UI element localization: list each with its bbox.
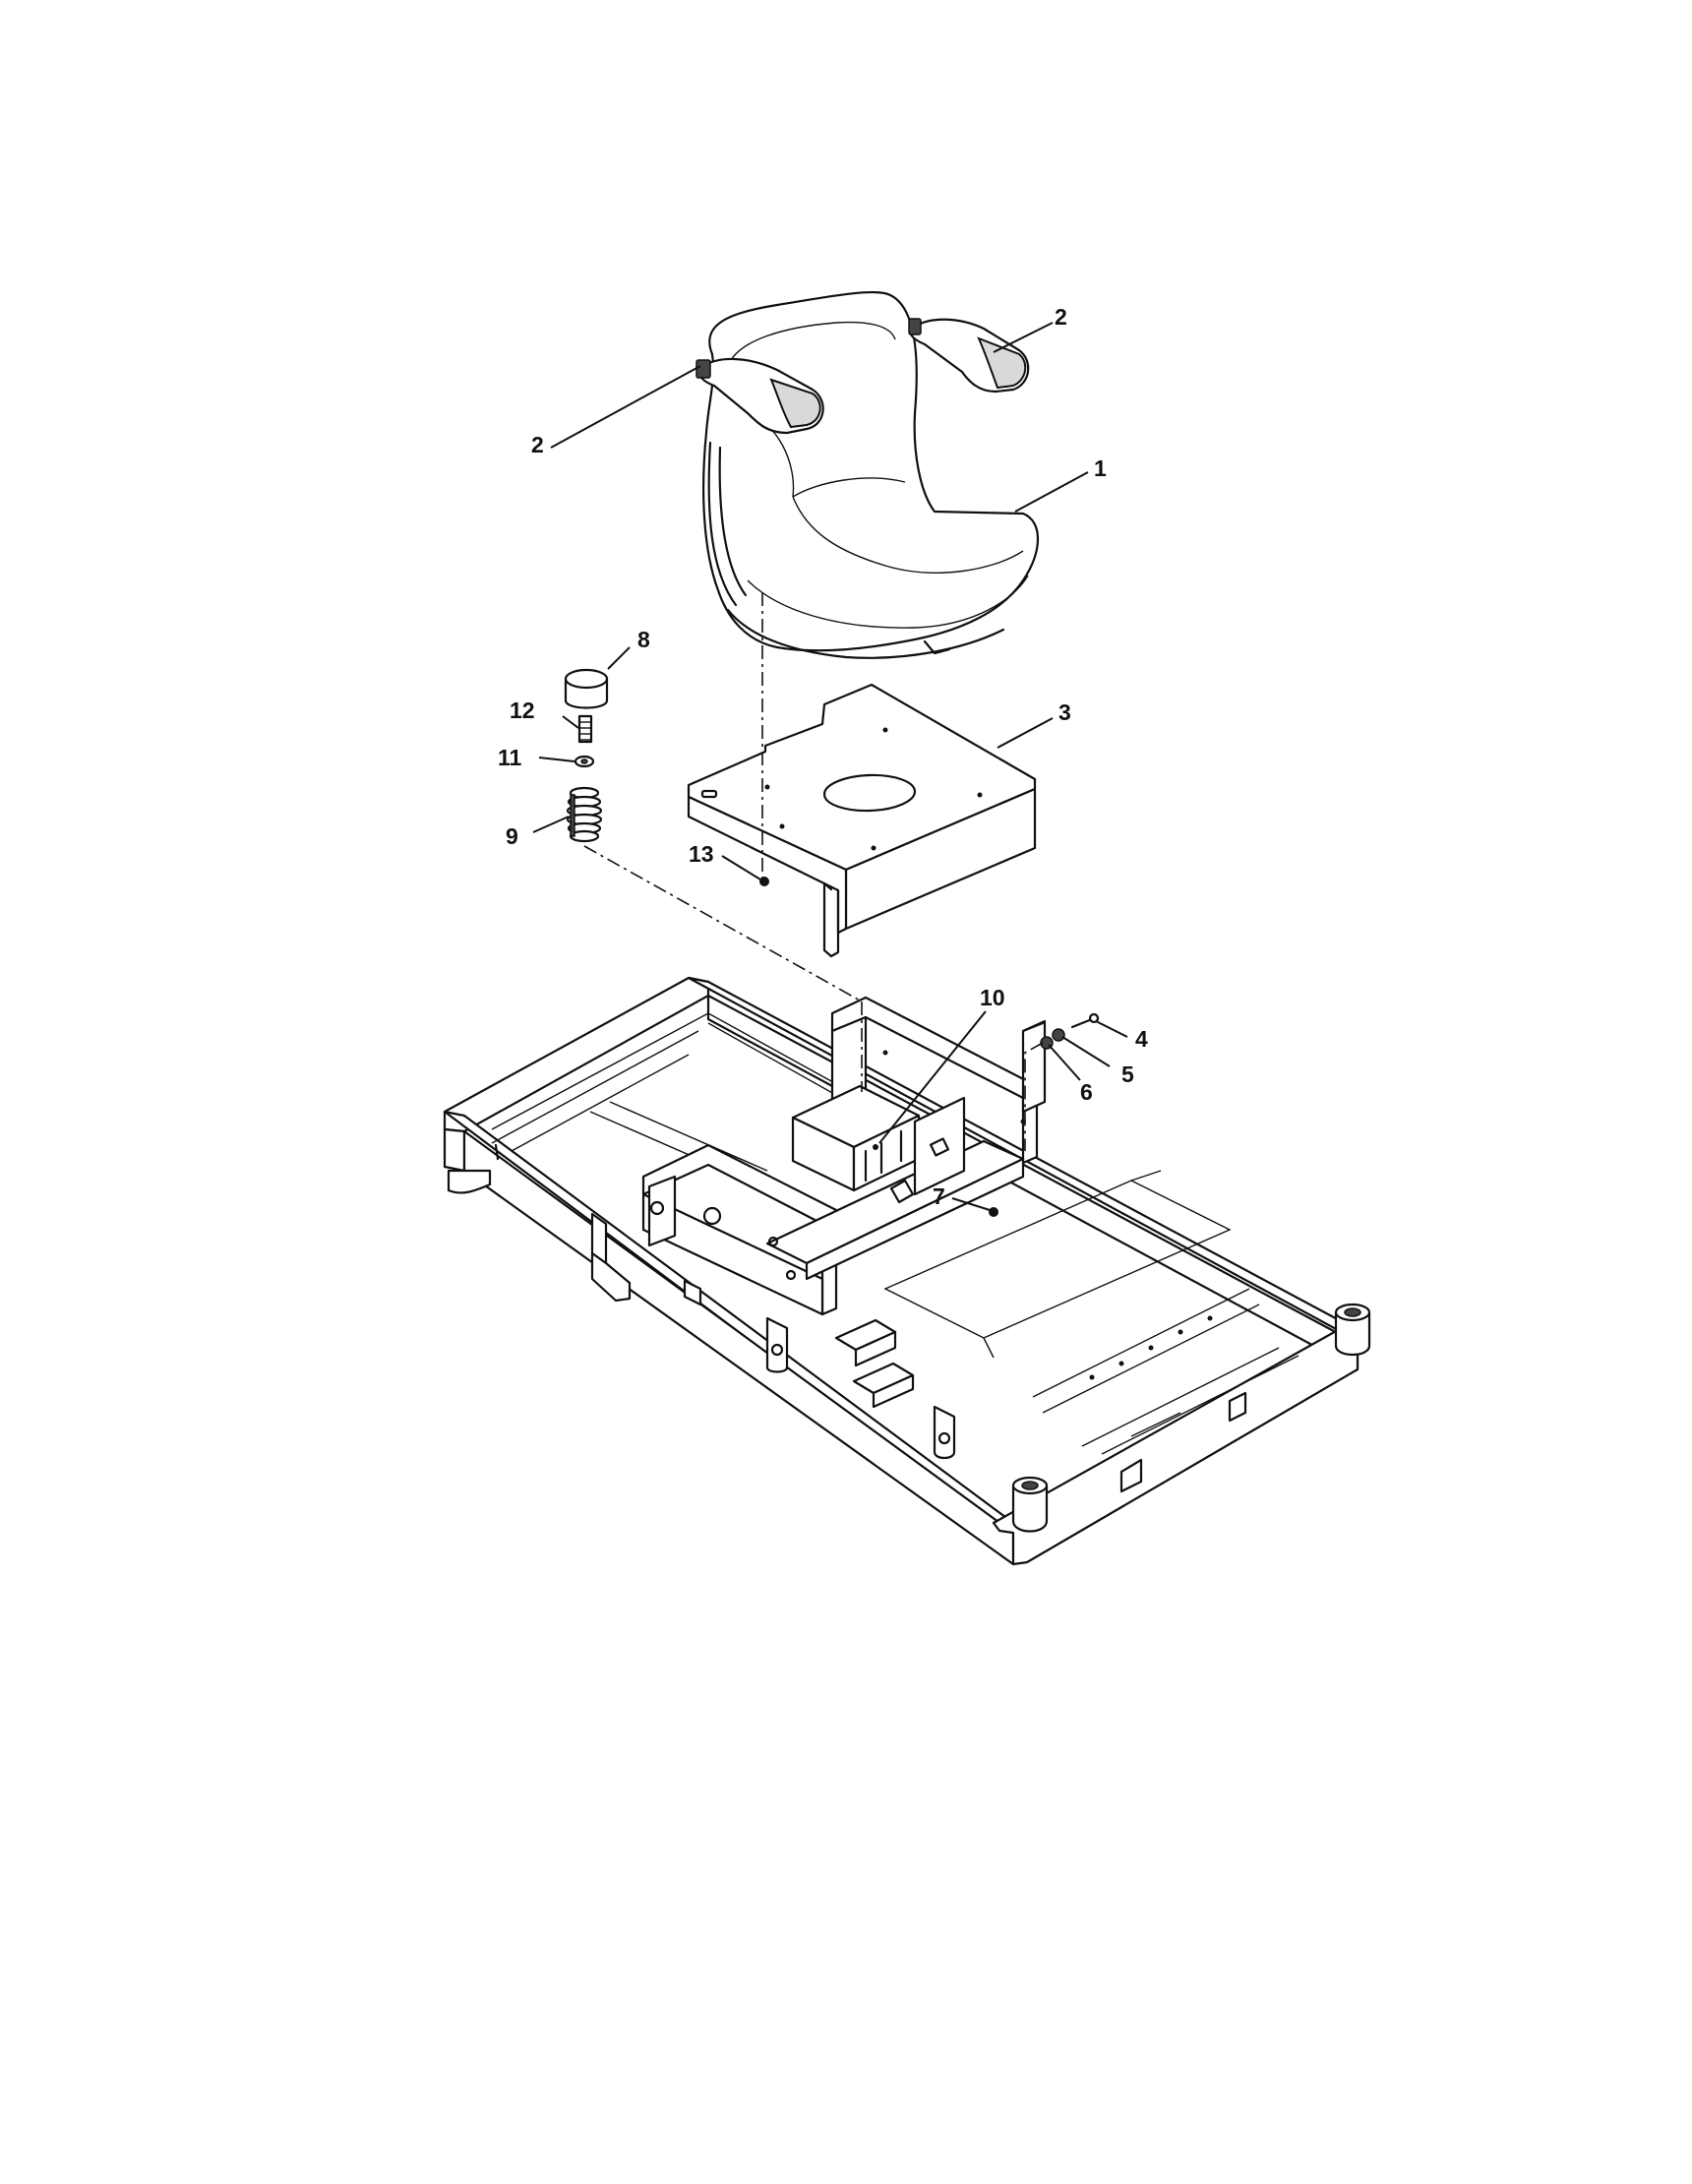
- callout-10: 10: [980, 985, 1005, 1010]
- caster-mount-left: [1011, 1476, 1049, 1533]
- callout-7: 7: [933, 1183, 945, 1209]
- callout-3: 3: [1058, 699, 1071, 725]
- callout-1: 1: [1094, 455, 1107, 481]
- stud: [577, 714, 593, 744]
- callout-12: 12: [510, 698, 535, 723]
- chassis-frame: [443, 976, 1371, 1566]
- spring-stack: [564, 668, 609, 843]
- nut: [574, 755, 595, 768]
- leader-lines: [532, 322, 1128, 1211]
- seat-support: [641, 996, 1039, 1316]
- bolt: [1070, 1012, 1100, 1029]
- caster-mount-right: [1334, 1303, 1371, 1357]
- callout-11: 11: [498, 745, 522, 770]
- callout-6: 6: [1080, 1079, 1093, 1105]
- callout-2-right: 2: [1055, 304, 1067, 330]
- callout-4: 4: [1135, 1026, 1148, 1052]
- bumper-cap: [564, 668, 609, 709]
- callout-9: 9: [506, 823, 518, 849]
- callout-13: 13: [689, 841, 714, 867]
- spring: [566, 786, 603, 843]
- callouts: 2 2 1 8 12 11 9 3 13 10 4 5 6 7: [498, 304, 1148, 1209]
- seat: [695, 290, 1040, 659]
- callout-2-left: 2: [531, 432, 544, 457]
- alignment-lines: [583, 592, 1044, 1151]
- seat-pan: [687, 683, 1037, 958]
- callout-5: 5: [1121, 1062, 1134, 1087]
- callout-8: 8: [637, 627, 650, 652]
